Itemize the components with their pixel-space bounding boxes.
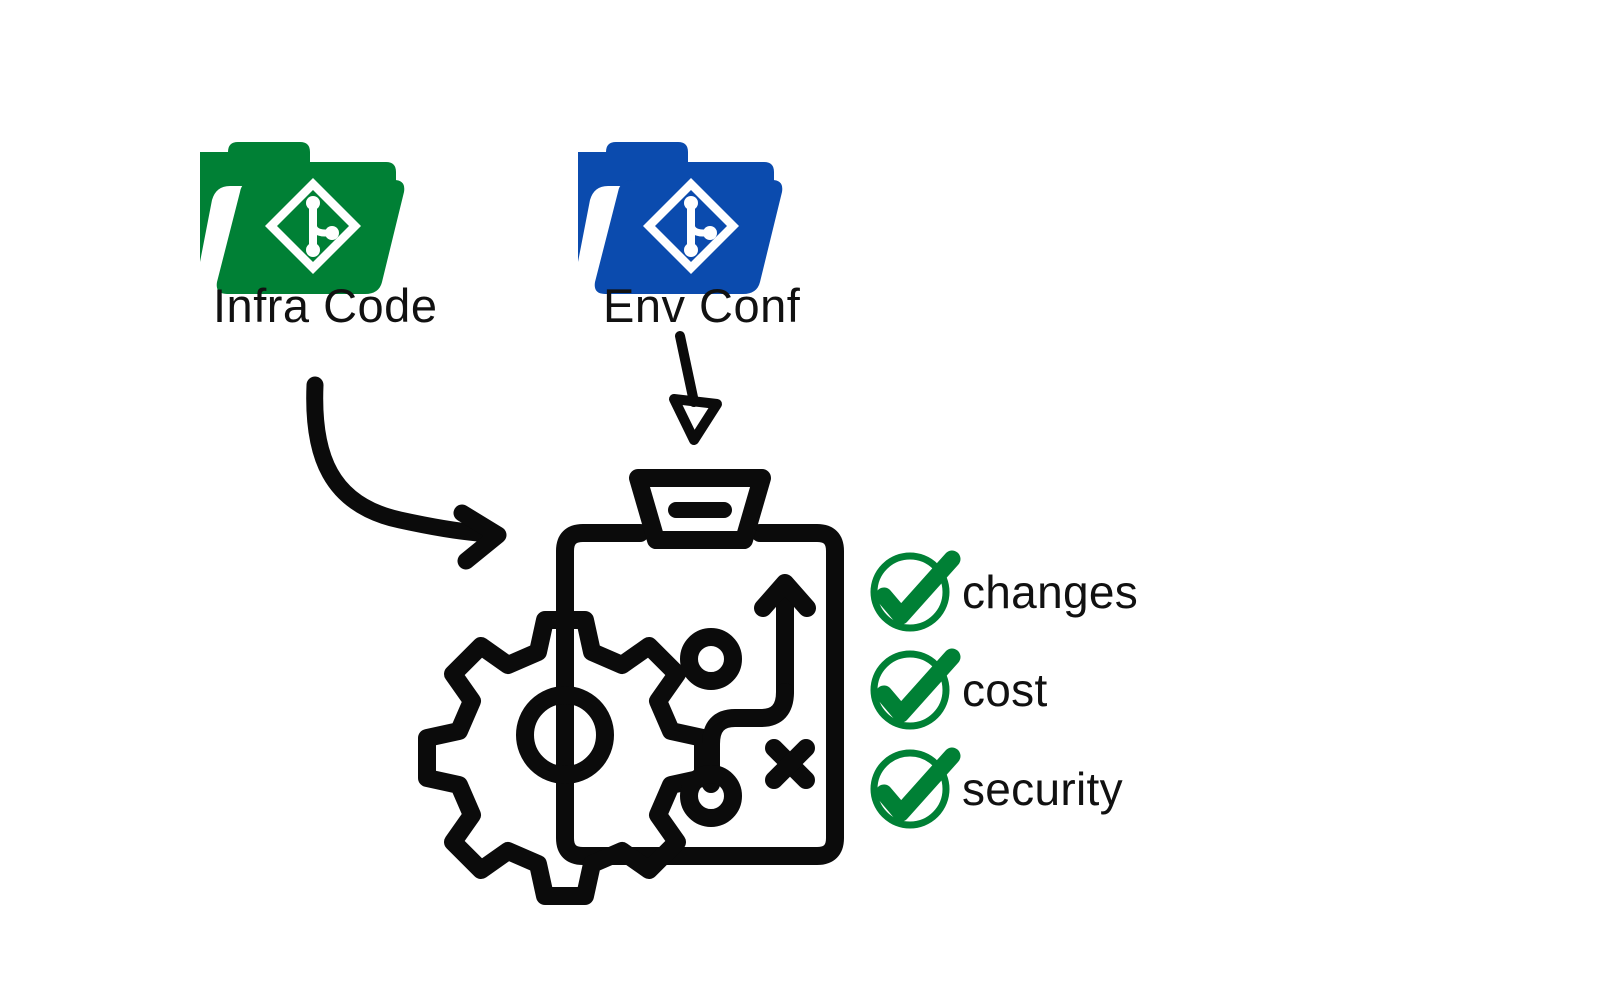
- clipboard-outline: [556, 524, 844, 865]
- strategy-path-curve: [702, 683, 794, 793]
- check-item-security[interactable]: security: [870, 747, 1123, 829]
- strategy-arrow-up-head: [754, 574, 816, 617]
- check-circle-icon: [870, 552, 950, 632]
- source-label-env-conf: Env Conf: [603, 279, 801, 332]
- straight-arrow-head: [669, 394, 722, 445]
- git-branch-glyph: [306, 196, 339, 257]
- check-list: changes cost security: [870, 550, 1138, 829]
- git-diamond-outline: [643, 178, 739, 274]
- check-mark-icon: [875, 550, 961, 625]
- git-folder-icon-green: [200, 142, 405, 294]
- git-diamond-outline: [265, 178, 361, 274]
- curved-arrow-shaft: [306, 376, 487, 542]
- connector-env-conf-to-review: [669, 331, 722, 445]
- check-circle-icon: [870, 749, 950, 829]
- source-node-infra-code[interactable]: Infra Code: [200, 142, 437, 332]
- check-circle-icon: [870, 650, 950, 730]
- gear-teeth-outline: [418, 611, 712, 905]
- git-folder-icon-blue: [578, 142, 783, 294]
- clipboard-clip-bar: [668, 502, 732, 518]
- git-logo-mark-green: [265, 178, 361, 274]
- strategy-cross-mark: [765, 739, 815, 789]
- check-item-changes[interactable]: changes: [870, 550, 1138, 632]
- check-mark-icon: [875, 648, 961, 723]
- check-label-cost: cost: [962, 664, 1048, 716]
- folder-back-panel: [200, 142, 396, 262]
- curved-arrow-head: [453, 504, 507, 570]
- check-item-cost[interactable]: cost: [870, 648, 1048, 730]
- clipboard-clip: [629, 469, 771, 549]
- strategy-node-top: [680, 628, 742, 690]
- strategy-diagram: [680, 574, 816, 827]
- straight-arrow-shaft: [675, 331, 699, 407]
- source-node-env-conf[interactable]: Env Conf: [578, 142, 801, 332]
- source-label-infra-code: Infra Code: [213, 279, 437, 332]
- strategy-node-bottom: [680, 765, 742, 827]
- git-logo-mark-blue: [643, 178, 739, 274]
- gear-icon: [418, 611, 712, 905]
- connector-infra-code-to-review: [306, 376, 507, 570]
- process-node-review-clipboard[interactable]: [418, 469, 844, 905]
- check-label-security: security: [962, 763, 1123, 815]
- gear-center-hole: [516, 686, 614, 784]
- check-mark-icon: [875, 747, 961, 822]
- folder-back-panel: [578, 142, 774, 262]
- check-label-changes: changes: [962, 566, 1138, 618]
- git-branch-glyph: [684, 196, 717, 257]
